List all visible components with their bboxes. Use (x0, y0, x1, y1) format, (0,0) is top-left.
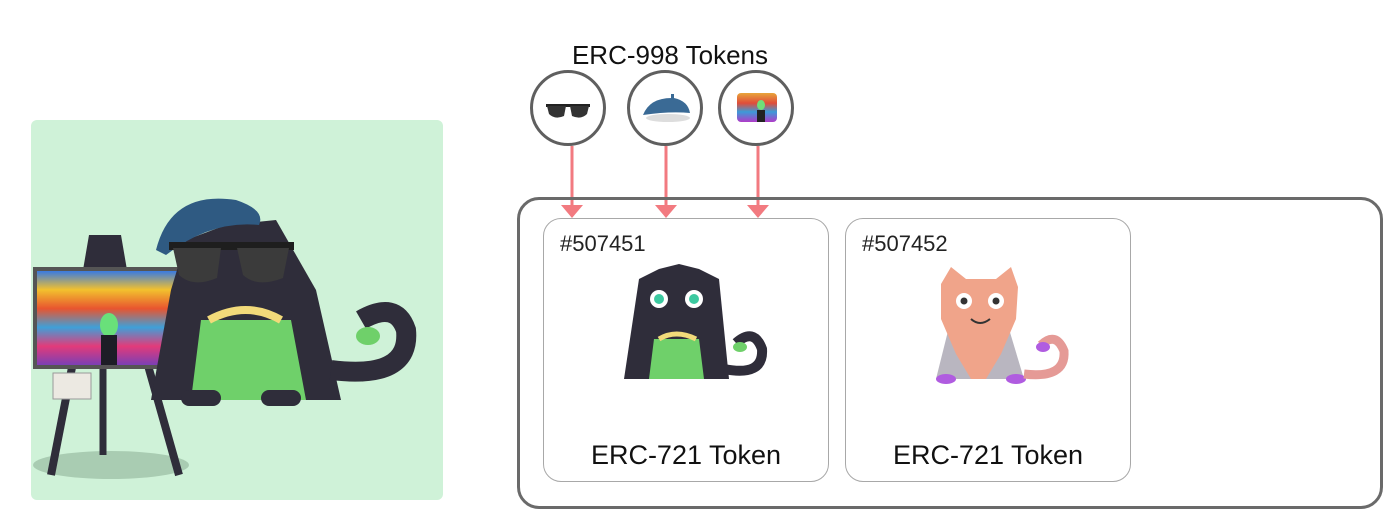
erc998-token-painting[interactable] (718, 70, 794, 146)
erc721-card[interactable]: #507452 ERC-721 Token (845, 218, 1131, 482)
beret-icon (156, 198, 261, 255)
arrow-painting (747, 146, 769, 218)
beret-icon (643, 94, 690, 122)
erc998-token-sunglasses[interactable] (530, 70, 606, 146)
shadow (33, 451, 189, 479)
composed-cat-scene (31, 120, 443, 500)
erc721-card[interactable]: #507451 ERC-721 Token (543, 218, 829, 482)
token-id: #507452 (862, 231, 948, 256)
painting-icon (737, 93, 777, 122)
sunglasses-icon (169, 242, 294, 283)
painting-icon (33, 267, 181, 400)
arrow-beret (655, 146, 677, 218)
token-standard-label: ERC-721 Token (590, 440, 782, 470)
erc998-token-beret[interactable] (627, 70, 703, 146)
black-green-cat-icon (624, 264, 768, 379)
erc998-title: ERC-998 Tokens (571, 40, 769, 70)
composed-cat-illustration (33, 198, 417, 479)
token-id: #507451 (560, 231, 646, 256)
arrow-sunglasses (561, 146, 583, 218)
token-standard-label: ERC-721 Token (892, 440, 1084, 470)
orange-purple-cat-icon (936, 267, 1069, 384)
sunglasses-icon (546, 104, 590, 118)
erc721-container (517, 197, 1383, 509)
